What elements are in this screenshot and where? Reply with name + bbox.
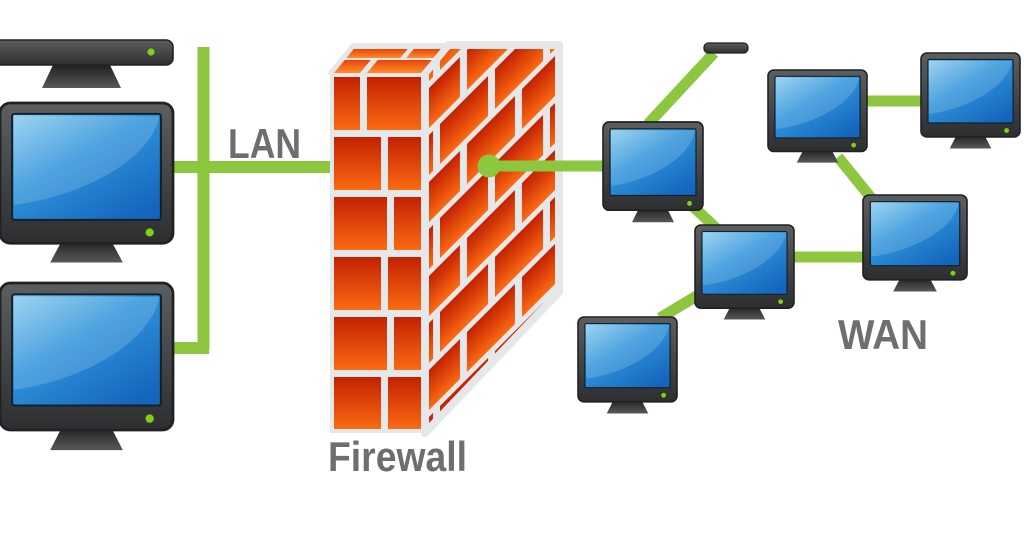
wan-device-partial [703, 42, 749, 54]
wan-computer-3 [920, 52, 1021, 150]
lan-computer-partial [0, 39, 174, 88]
wan-label: WAN [838, 311, 928, 358]
firewall-front-face [330, 73, 425, 433]
wan-computer-5 [694, 224, 795, 321]
lan-links [170, 47, 345, 354]
wan-computer-2 [767, 69, 868, 164]
lan-label: LAN [228, 120, 301, 167]
firewall-top-face [328, 43, 450, 75]
wan-computer-6 [577, 316, 678, 415]
lan-computer-2 [0, 281, 175, 452]
firewall [328, 41, 563, 437]
firewall-connection-dot [477, 154, 501, 178]
wan-link-bottom-left [657, 289, 703, 323]
wan-links [497, 49, 925, 323]
wan-link-mid-right [833, 153, 877, 203]
firewall-label: Firewall [328, 433, 467, 480]
power-led-icon [147, 48, 155, 56]
firewall-side-face [421, 41, 563, 437]
wan-link-top-device [643, 49, 719, 128]
wan-computer-4 [862, 194, 968, 293]
monitor-bezel [0, 39, 174, 66]
lan-computer-1 [0, 101, 175, 264]
monitor-stand [42, 65, 121, 88]
wan-computer-1 [602, 121, 704, 224]
